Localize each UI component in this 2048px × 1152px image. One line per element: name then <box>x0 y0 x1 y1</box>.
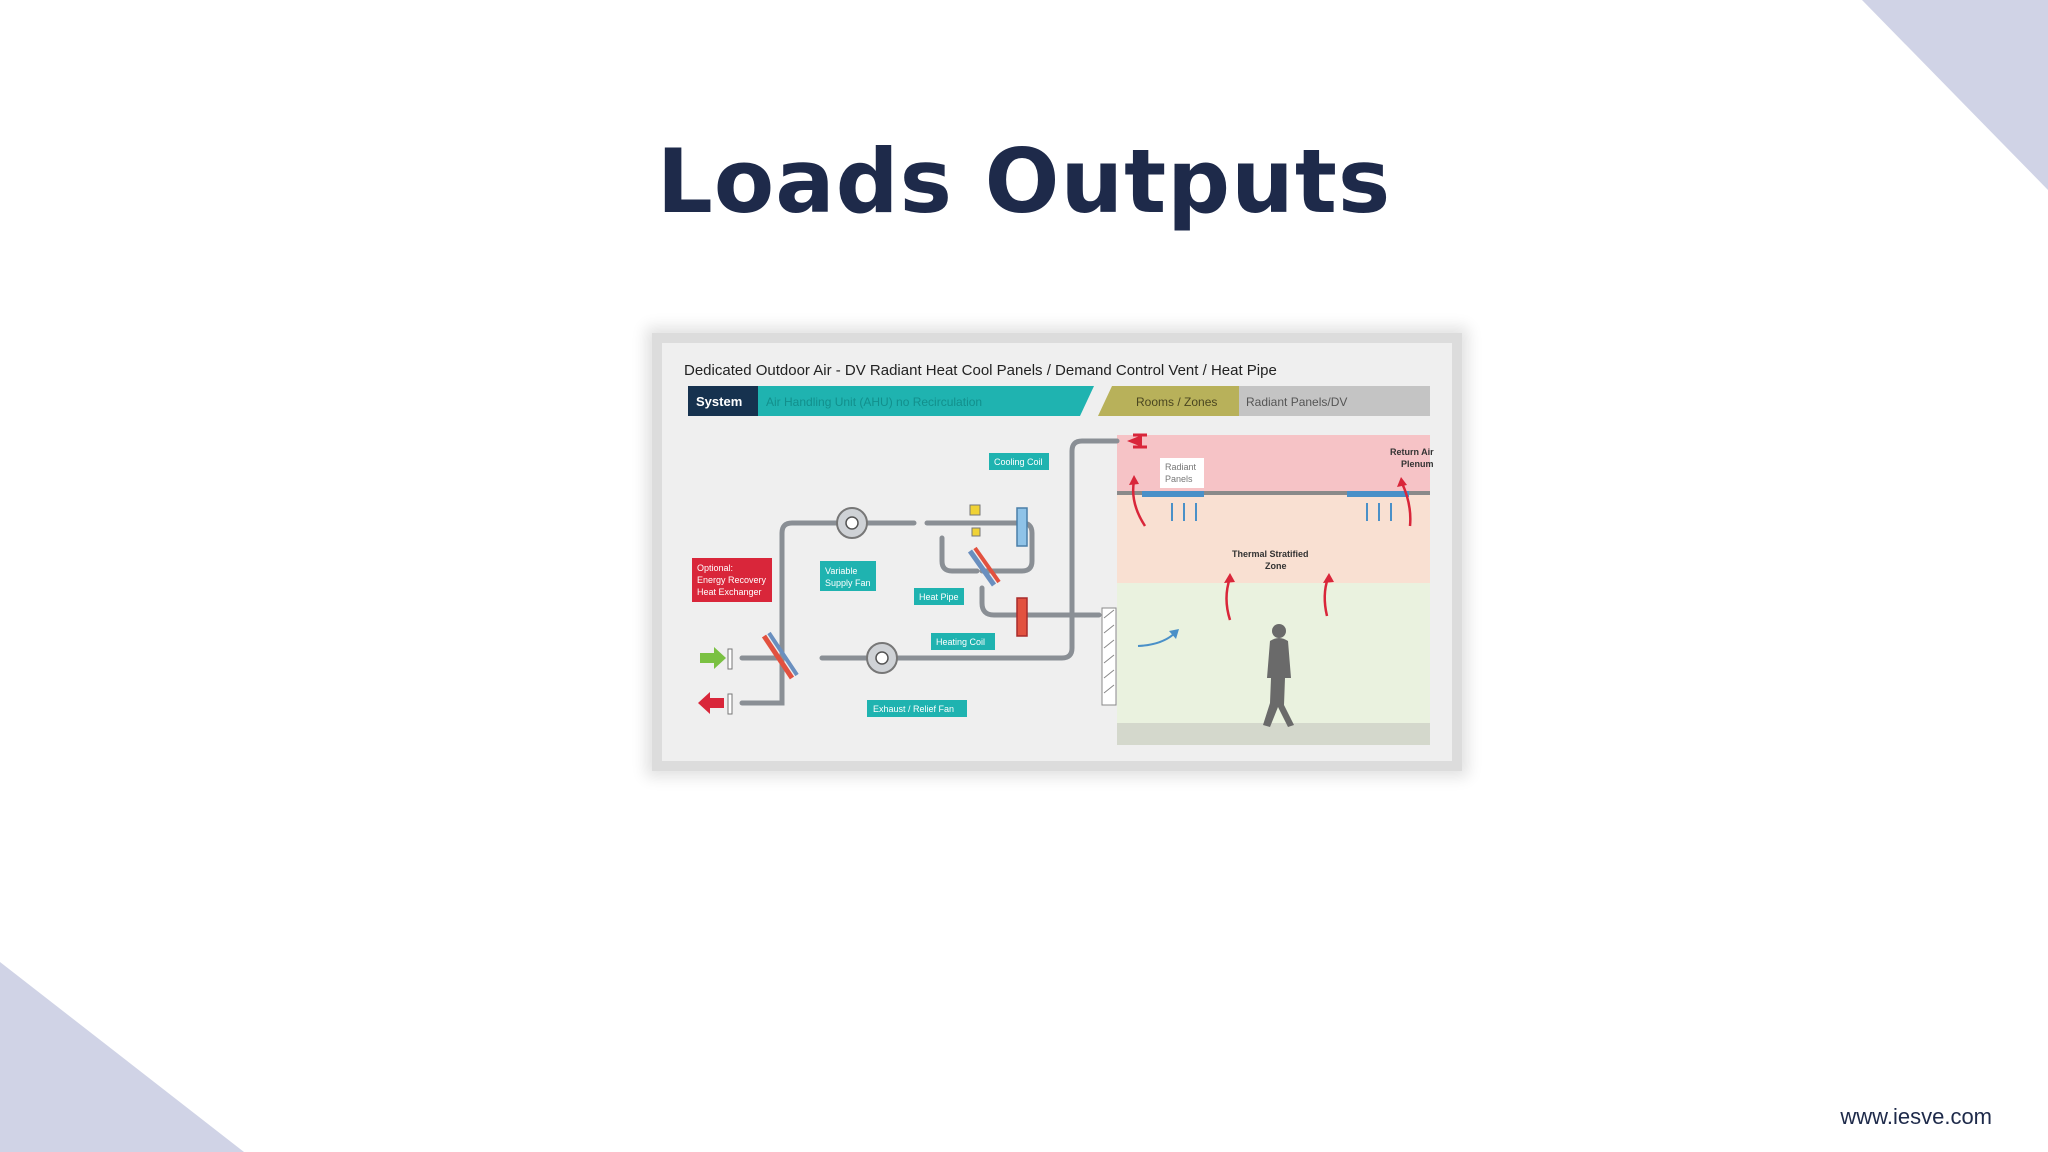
variable-supply-fan-label-line1: Variable <box>825 566 857 576</box>
thermal-zone-label-line2: Zone <box>1265 561 1287 571</box>
variable-supply-fan-label-line2: Supply Fan <box>825 578 871 588</box>
heat-pipe-icon <box>967 546 1001 587</box>
optional-label-line2: Energy Recovery <box>697 575 767 585</box>
system-tab-bg <box>688 386 758 416</box>
exhaust-fan-icon <box>866 642 898 674</box>
floor <box>1117 723 1430 745</box>
heating-coil-label: Heating Coil <box>936 637 985 647</box>
return-air-plenum-label-line2: Plenum <box>1401 459 1434 469</box>
radiant-tab-label: Radiant Panels/DV <box>1246 395 1347 409</box>
system-diagram: Dedicated Outdoor Air - DV Radiant Heat … <box>652 333 1462 771</box>
slide-title: Loads Outputs <box>656 130 1392 233</box>
heating-coil-icon <box>1016 597 1028 637</box>
radiant-panels-label-line2: Panels <box>1165 474 1193 484</box>
footer-website-link[interactable]: www.iesve.com <box>1840 1104 1992 1129</box>
system-diagram-figure: Dedicated Outdoor Air - DV Radiant Heat … <box>652 333 1462 771</box>
exhaust-air-arrow-icon <box>698 692 733 715</box>
optional-label-line3: Heat Exchanger <box>697 587 762 597</box>
diagram-heading: Dedicated Outdoor Air - DV Radiant Heat … <box>684 362 1277 379</box>
damper-icon <box>969 504 981 516</box>
return-air-plenum-label-line1: Return Air <box>1390 447 1434 457</box>
supply-fan-icon <box>836 507 868 539</box>
cooling-coil-icon <box>1016 507 1028 547</box>
bottom-left-corner-shape <box>0 962 244 1152</box>
person-silhouette-icon <box>1263 624 1294 727</box>
radiant-panel-left <box>1142 491 1204 497</box>
return-air-arrow-icon <box>1127 435 1142 447</box>
rooms-tab-bg <box>1098 386 1239 416</box>
top-right-corner-shape <box>1862 0 2048 190</box>
exhaust-relief-fan-label: Exhaust / Relief Fan <box>873 704 954 714</box>
radiant-panels-label-line1: Radiant <box>1165 462 1197 472</box>
optional-label-line1: Optional: <box>697 563 733 573</box>
ductwork <box>739 438 1120 706</box>
heat-pipe-label: Heat Pipe <box>919 592 959 602</box>
ahu-tab-bg <box>758 386 1094 416</box>
energy-recovery-heat-exchanger-icon <box>761 631 799 680</box>
ahu-tab-label: Air Handling Unit (AHU) no Recirculation <box>766 395 982 409</box>
system-tab-label: System <box>696 394 742 409</box>
cooling-coil-label: Cooling Coil <box>994 457 1043 467</box>
thermal-zone-label-line1: Thermal Stratified <box>1232 549 1309 559</box>
outdoor-air-intake-arrow-icon <box>700 647 733 670</box>
radiant-tab-bg <box>1239 386 1430 416</box>
rooms-tab-label: Rooms / Zones <box>1136 395 1217 409</box>
radiant-panel-right <box>1347 491 1409 497</box>
thermal-stratified-zone <box>1117 495 1430 583</box>
